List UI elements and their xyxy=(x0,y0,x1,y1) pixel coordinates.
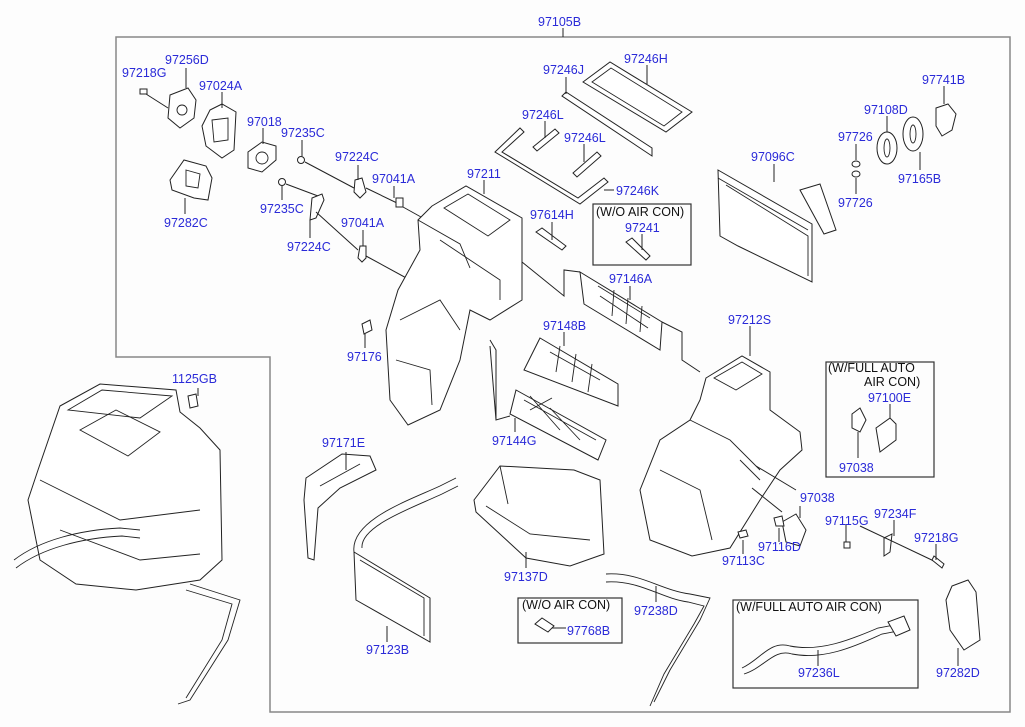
nut-97235C-a xyxy=(297,140,355,189)
seal-97234F xyxy=(859,520,937,563)
part-label-97741B[interactable]: 97741B xyxy=(922,73,965,87)
part-label-97096C[interactable]: 97096C xyxy=(751,150,795,164)
heater-core-97123B xyxy=(353,477,459,643)
clip-97116D xyxy=(773,515,785,542)
clip-97113C xyxy=(737,529,749,554)
full-auto-box-1 xyxy=(825,361,935,478)
full-auto-box-2 xyxy=(732,599,919,689)
part-label-97038[interactable]: 97038 xyxy=(800,491,835,505)
part-label-97116D[interactable]: 97116D xyxy=(758,540,801,554)
part-label-97137D[interactable]: 97137D xyxy=(504,570,548,584)
note-wo-air-con: (W/O AIR CON) xyxy=(596,205,684,219)
part-label-97115G[interactable]: 97115G xyxy=(825,514,869,528)
actuator-97018 xyxy=(247,128,277,173)
part-label-97123B[interactable]: 97123B xyxy=(366,643,409,657)
part-label-97726[interactable]: 97726 xyxy=(838,196,873,210)
bracket-97024A xyxy=(201,92,237,159)
part-label-97224C[interactable]: 97224C xyxy=(335,150,379,164)
o-rings-97726 xyxy=(851,144,861,194)
part-label-97218G[interactable]: 97218G xyxy=(122,66,166,80)
lever-97224C-b xyxy=(309,193,359,251)
part-label-97041A[interactable]: 97041A xyxy=(372,172,416,186)
actuator-97038 xyxy=(781,506,807,547)
part-label-97614H[interactable]: 97614H xyxy=(530,208,574,222)
hose-97238D xyxy=(605,573,711,707)
part-label-97235C[interactable]: 97235C xyxy=(260,202,304,216)
part-label-97235C[interactable]: 97235C xyxy=(281,126,325,140)
assembly-frame xyxy=(115,36,1011,713)
part-label-97224C[interactable]: 97224C xyxy=(287,240,331,254)
cover-97741B xyxy=(935,86,957,137)
gasket-97108D xyxy=(876,116,898,165)
wo-air-con-box-2 xyxy=(517,597,623,644)
nut-97235C-b xyxy=(278,178,319,200)
actuator-97256D xyxy=(139,68,197,129)
part-label-97108D[interactable]: 97108D xyxy=(864,103,908,117)
part-label-97246L[interactable]: 97246L xyxy=(522,108,564,122)
cover-97282D xyxy=(945,579,981,666)
part-label-97171E[interactable]: 97171E xyxy=(322,436,365,450)
seal-97246L-b xyxy=(572,144,602,178)
actuator-97282C xyxy=(169,159,213,214)
part-label-97234F[interactable]: 97234F xyxy=(874,507,917,521)
door-97148B xyxy=(523,332,619,407)
part-label-97246L[interactable]: 97246L xyxy=(564,131,606,145)
part-label-97212S[interactable]: 97212S xyxy=(728,313,771,327)
note-wo-air-con: (W/O AIR CON) xyxy=(522,598,610,612)
part-label-97282D[interactable]: 97282D xyxy=(936,666,980,680)
part-label-97246K[interactable]: 97246K xyxy=(616,184,660,198)
part-label-97165B[interactable]: 97165B xyxy=(898,172,941,186)
note-full-auto-line1: (W/FULL AUTO xyxy=(828,361,915,375)
part-label-97211[interactable]: 97211 xyxy=(467,167,501,181)
lever-97224C-a xyxy=(353,165,398,204)
part-label-97105B[interactable]: 97105B xyxy=(538,15,581,29)
part-label-97768B[interactable]: 97768B xyxy=(567,624,610,638)
screw-97218G-b xyxy=(931,544,945,569)
door-97146A xyxy=(521,261,701,373)
part-label-97038[interactable]: 97038 xyxy=(839,461,874,475)
clip-97176 xyxy=(361,319,373,348)
drain-pan-97137D xyxy=(473,465,605,568)
seal-97246J xyxy=(561,77,653,157)
part-label-97113C[interactable]: 97113C xyxy=(722,554,765,568)
sensor-97614H xyxy=(535,222,567,251)
part-label-97144G[interactable]: 97144G xyxy=(492,434,536,448)
part-label-97241[interactable]: 97241 xyxy=(625,221,660,235)
filter-97144G xyxy=(489,339,607,461)
part-label-97246J[interactable]: 97246J xyxy=(543,63,584,77)
bracket-97171E xyxy=(303,452,377,561)
part-label-97236L[interactable]: 97236L xyxy=(798,666,840,680)
part-label-97100E[interactable]: 97100E xyxy=(868,391,911,405)
part-label-97176[interactable]: 97176 xyxy=(347,350,382,364)
seal-97246K xyxy=(494,127,614,205)
case-97211 xyxy=(385,180,523,426)
seal-97246L-a xyxy=(532,121,560,152)
wo-air-con-box-1 xyxy=(592,203,692,266)
note-full-auto: (W/FULL AUTO AIR CON) xyxy=(736,600,882,614)
part-label-97024A[interactable]: 97024A xyxy=(199,79,243,93)
case-97212S xyxy=(639,326,803,557)
evaporator-97096C xyxy=(717,164,837,283)
seal-97246H xyxy=(582,61,693,133)
part-label-97218G[interactable]: 97218G xyxy=(914,531,958,545)
screw-97115G xyxy=(843,524,851,549)
gasket-97165B xyxy=(902,116,924,170)
part-label-1125GB[interactable]: 1125GB xyxy=(172,372,217,386)
part-label-97148B[interactable]: 97148B xyxy=(543,319,586,333)
note-full-auto-line2: AIR CON) xyxy=(864,375,920,389)
part-label-97726[interactable]: 97726 xyxy=(838,130,873,144)
leader-line xyxy=(489,345,497,421)
part-label-97238D[interactable]: 97238D xyxy=(634,604,678,618)
part-label-97041A[interactable]: 97041A xyxy=(341,216,385,230)
part-label-97256D[interactable]: 97256D xyxy=(165,53,209,67)
heater-assembly xyxy=(13,383,241,705)
part-label-97282C[interactable]: 97282C xyxy=(164,216,208,230)
part-label-97146A[interactable]: 97146A xyxy=(609,272,653,286)
part-label-97246H[interactable]: 97246H xyxy=(624,52,668,66)
pin-97041A-b xyxy=(357,230,411,281)
part-label-97018[interactable]: 97018 xyxy=(247,115,282,129)
